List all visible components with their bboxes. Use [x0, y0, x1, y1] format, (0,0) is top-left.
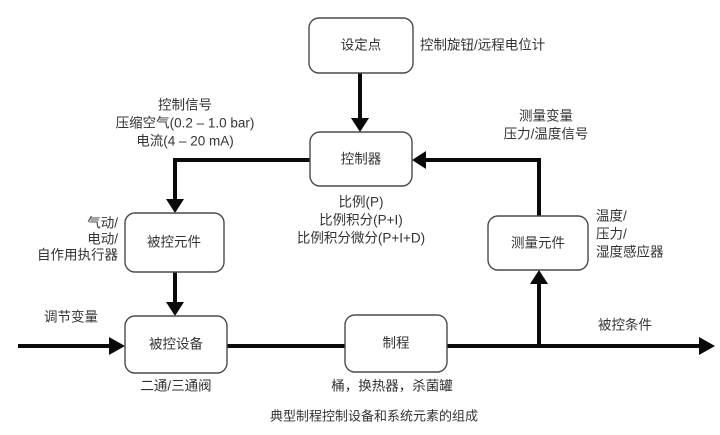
svg-text:压力/温度信号: 压力/温度信号: [504, 127, 589, 142]
edge-measuring-element-to-controller: [412, 151, 541, 216]
node-setpoint-label: 设定点: [341, 38, 382, 53]
svg-text:电动/: 电动/: [87, 232, 118, 247]
control-modes-label: 比例(P) 比例积分(P+I) 比例积分微分(P+I+D): [297, 195, 425, 246]
node-controller-label: 控制器: [341, 152, 382, 167]
svg-text:比例积分(P+I): 比例积分(P+I): [319, 213, 403, 228]
svg-text:电流(4 – 20 mA): 电流(4 – 20 mA): [136, 134, 234, 149]
arrow-right-icon: [109, 337, 125, 355]
valve-note-label: 二通/三通阀: [140, 379, 211, 394]
svg-text:压力/: 压力/: [596, 227, 627, 242]
manipulated-variable-label: 调节变量: [44, 310, 98, 325]
node-process-label: 制程: [383, 336, 410, 351]
node-final-control-element-label: 被控元件: [147, 235, 201, 250]
svg-text:自作用执行器: 自作用执行器: [37, 248, 118, 263]
arrow-left-icon: [412, 151, 426, 169]
edge-controller-to-final-element: [166, 158, 310, 213]
edge-final-element-to-controlled-device: [166, 272, 184, 316]
arrow-right-icon: [699, 337, 715, 355]
arrow-up-icon: [530, 270, 548, 284]
node-setpoint: 设定点: [308, 17, 414, 74]
control-signal-label: 控制信号 压缩空气(0.2 – 1.0 bar) 电流(4 – 20 mA): [116, 98, 255, 149]
edge-process-to-output: [447, 337, 715, 355]
arrow-down-icon: [351, 118, 369, 132]
svg-text:压缩空气(0.2 – 1.0 bar): 压缩空气(0.2 – 1.0 bar): [116, 116, 255, 131]
arrow-down-icon: [166, 302, 184, 316]
node-measuring-element: 测量元件: [487, 215, 589, 271]
node-process: 制程: [344, 314, 448, 373]
setpoint-note-label: 控制旋钮/远程电位计: [420, 38, 545, 53]
sensor-types-label: 温度/ 压力/ 湿度感应器: [596, 209, 664, 260]
node-controlled-device: 被控设备: [124, 315, 228, 374]
node-controlled-device-label: 被控设备: [149, 336, 203, 352]
arrow-down-icon: [166, 199, 184, 213]
node-measuring-element-label: 测量元件: [511, 236, 565, 251]
diagram-caption: 典型制程控制设备和系统元素的组成: [270, 408, 478, 423]
node-final-control-element: 被控元件: [124, 212, 225, 273]
svg-text:测量变量: 测量变量: [519, 109, 573, 124]
edge-input-manipulated-variable: [18, 337, 125, 355]
edge-output-to-measuring-element: [530, 270, 548, 346]
process-examples-label: 桶，换热器，杀菌罐: [331, 379, 453, 394]
svg-text:比例(P): 比例(P): [339, 195, 384, 210]
svg-text:比例积分微分(P+I+D): 比例积分微分(P+I+D): [297, 231, 425, 246]
svg-text:控制信号: 控制信号: [158, 98, 212, 113]
svg-text:气动/: 气动/: [87, 216, 118, 231]
node-controller: 控制器: [309, 131, 413, 187]
actuator-types-label: 气动/ 电动/ 自作用执行器: [37, 216, 118, 263]
measured-variable-label: 测量变量 压力/温度信号: [504, 109, 589, 142]
edge-setpoint-to-controller: [351, 73, 369, 132]
controlled-condition-label: 被控条件: [598, 317, 652, 333]
svg-text:温度/: 温度/: [596, 209, 627, 224]
svg-text:湿度感应器: 湿度感应器: [596, 244, 664, 260]
